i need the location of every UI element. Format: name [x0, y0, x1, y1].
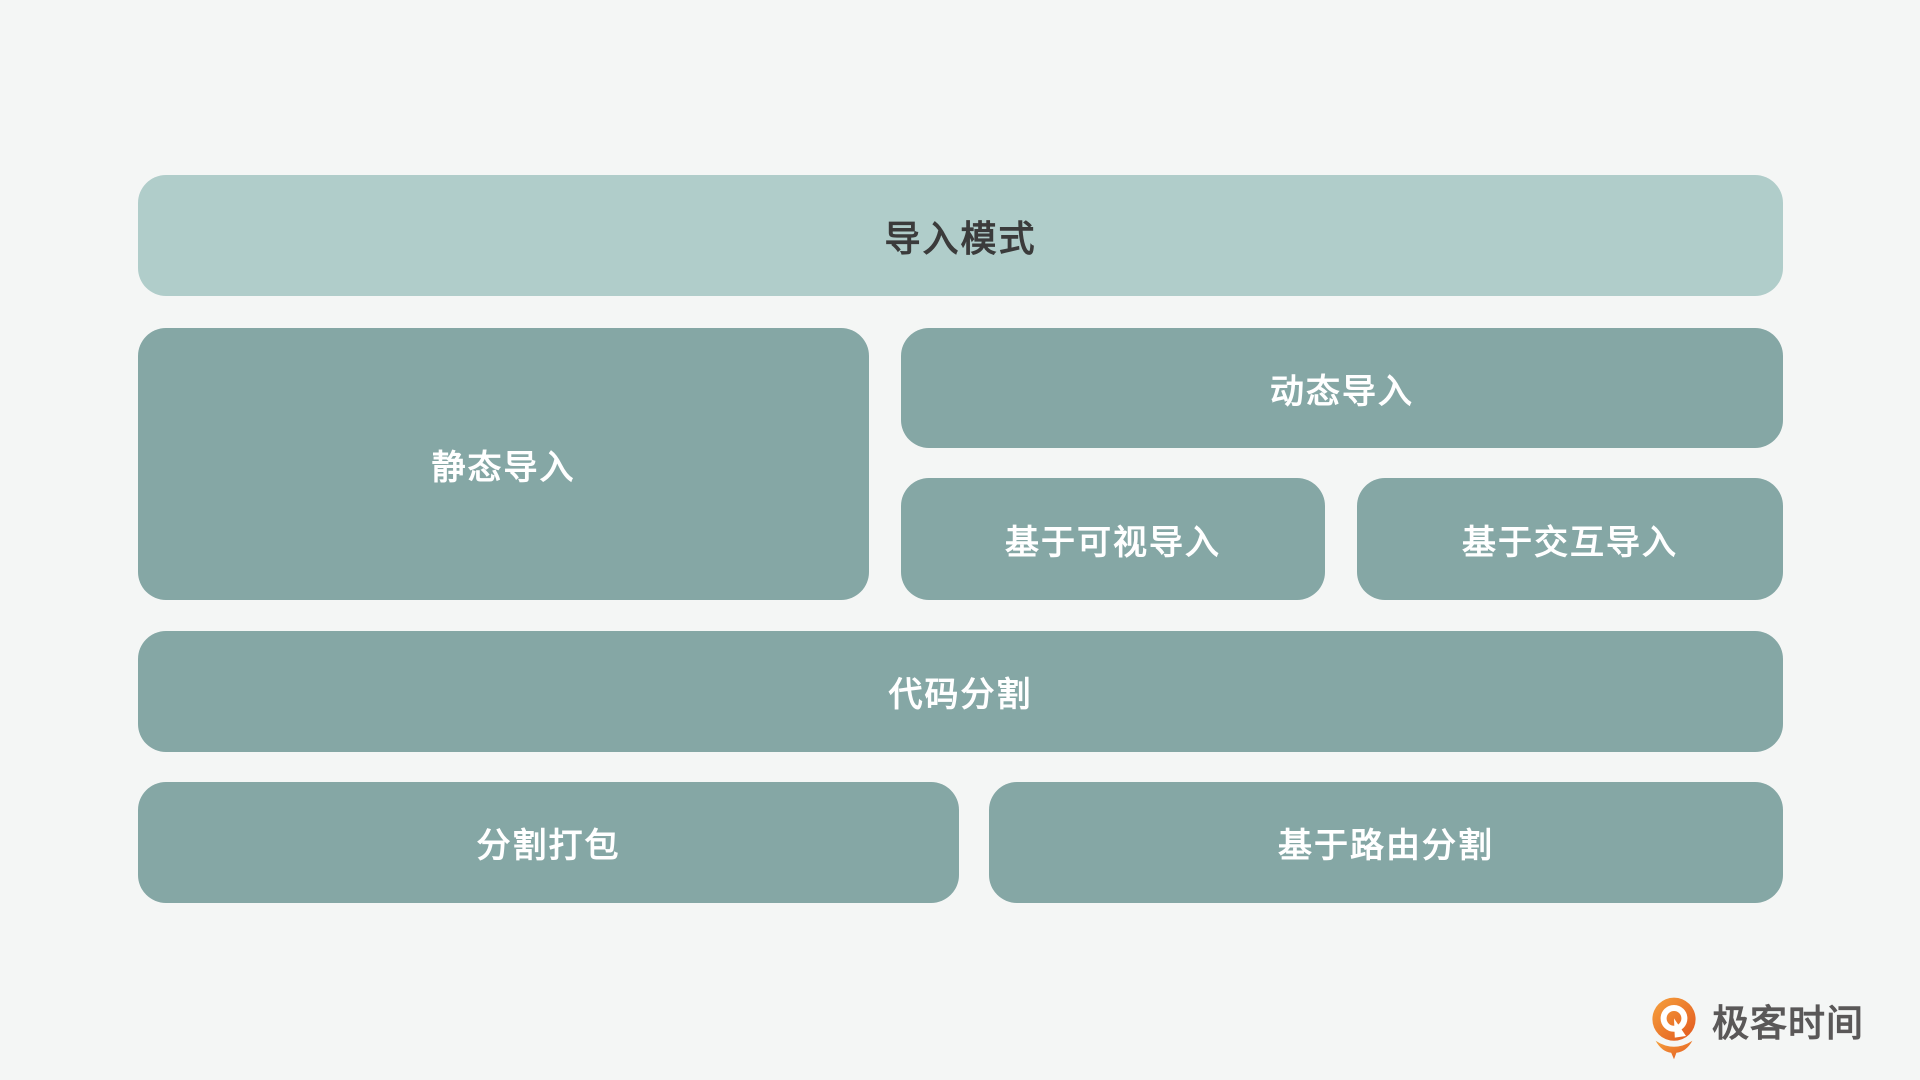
block-import-mode: 导入模式: [138, 175, 1783, 296]
block-dynamic-import-label: 动态导入: [1270, 372, 1414, 411]
block-import-mode-label: 导入模式: [884, 217, 1037, 259]
block-dynamic-import: 动态导入: [901, 328, 1783, 448]
block-split-bundling-label: 分割打包: [476, 827, 621, 865]
block-split-bundling: 分割打包: [138, 782, 959, 903]
block-static-import: 静态导入: [138, 328, 869, 600]
block-route-splitting: 基于路由分割: [989, 782, 1783, 903]
block-code-splitting-label: 代码分割: [888, 676, 1033, 714]
block-code-splitting: 代码分割: [138, 631, 1783, 752]
block-interaction-import-label: 基于交互导入: [1462, 523, 1678, 562]
block-static-import-label: 静态导入: [431, 448, 576, 487]
block-visibility-import-label: 基于可视导入: [1005, 523, 1221, 562]
block-visibility-import: 基于可视导入: [901, 478, 1325, 600]
geektime-logo: 极客时间: [1650, 996, 1864, 1060]
block-interaction-import: 基于交互导入: [1357, 478, 1783, 600]
block-route-splitting-label: 基于路由分割: [1278, 827, 1494, 865]
geektime-logo-text: 极客时间: [1712, 1002, 1864, 1044]
geektime-q-icon: [1652, 997, 1696, 1060]
